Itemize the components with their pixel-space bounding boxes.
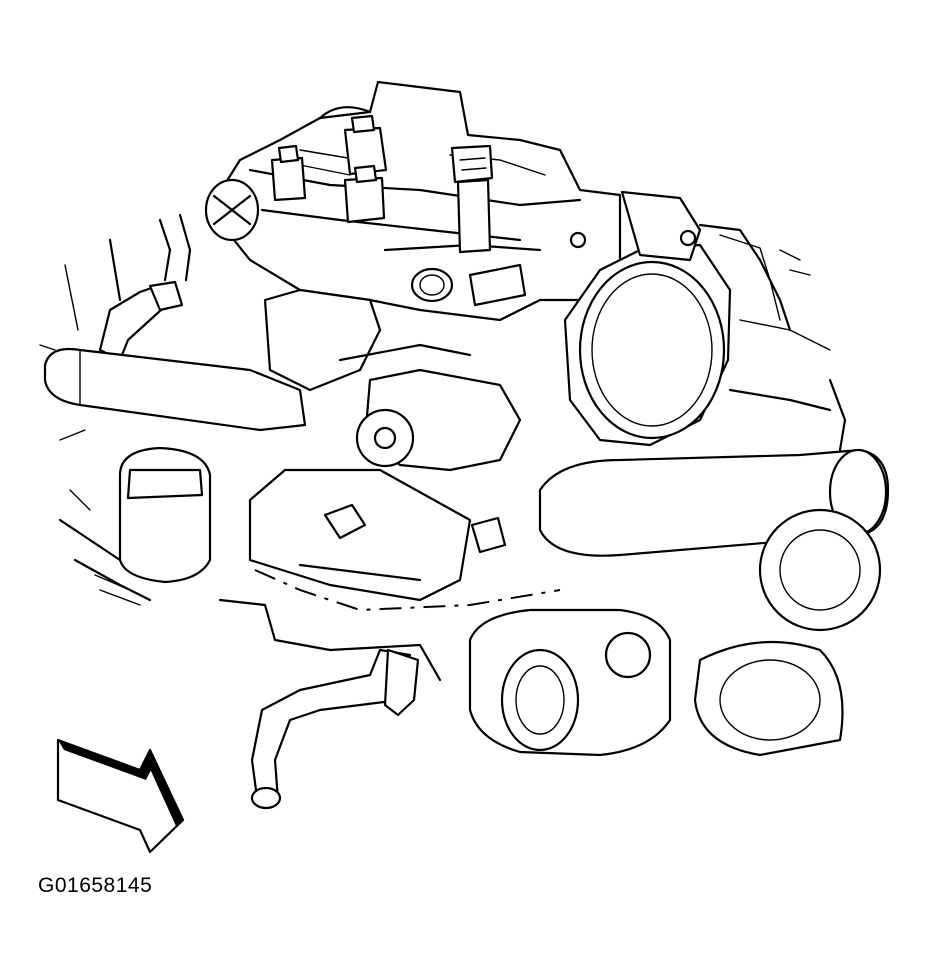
left-cap (204, 178, 260, 242)
left-detail-lines (39, 238, 122, 511)
figure-id-label: G01658145 (38, 874, 153, 897)
thermostat-housing (263, 288, 522, 472)
left-coolant-tube (43, 347, 307, 432)
left-lower-canister (58, 446, 212, 606)
hose-clamp-center (323, 503, 507, 554)
front-engine-pulleys (468, 608, 844, 757)
mount-bracket (248, 468, 561, 612)
left-upper-hose (98, 213, 192, 362)
front-direction-arrow-icon (56, 738, 185, 854)
injector-connectors (270, 114, 494, 254)
pcv-hose-fitting (410, 263, 527, 307)
heater-hose (250, 648, 420, 810)
right-pulley (758, 508, 882, 632)
throttle-body (563, 190, 792, 447)
lower-hose-line (218, 598, 442, 682)
right-wiring (719, 234, 847, 452)
